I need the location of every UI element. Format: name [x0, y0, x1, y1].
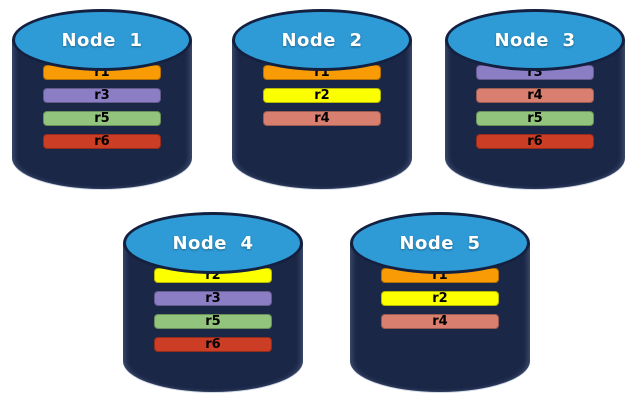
- replica-bar-r4: r4: [476, 88, 594, 103]
- cylinder-top: Node 3: [445, 9, 625, 71]
- node-title: Node 1: [61, 29, 143, 51]
- replica-bar-r2: r2: [263, 88, 381, 103]
- replica-bar-r5: r5: [43, 111, 161, 126]
- node-title: Node 2: [281, 29, 363, 51]
- node-title: Node 5: [399, 232, 481, 254]
- replica-bar-r5: r5: [476, 111, 594, 126]
- cylinder-top: Node 5: [350, 212, 530, 274]
- replica-bar-r6: r6: [154, 337, 272, 352]
- replica-bar-r5: r5: [154, 314, 272, 329]
- node-title: Node 4: [172, 232, 254, 254]
- node-title: Node 3: [494, 29, 576, 51]
- cylinder-top: Node 4: [123, 212, 303, 274]
- cylinder-top: Node 1: [12, 9, 192, 71]
- replica-bar-r6: r6: [43, 134, 161, 149]
- replica-bar-r4: r4: [263, 111, 381, 126]
- replica-bar-r3: r3: [154, 291, 272, 306]
- replica-bar-r4: r4: [381, 314, 499, 329]
- replica-bar-r6: r6: [476, 134, 594, 149]
- replica-bar-r2: r2: [381, 291, 499, 306]
- replica-bar-r3: r3: [43, 88, 161, 103]
- cylinder-top: Node 2: [232, 9, 412, 71]
